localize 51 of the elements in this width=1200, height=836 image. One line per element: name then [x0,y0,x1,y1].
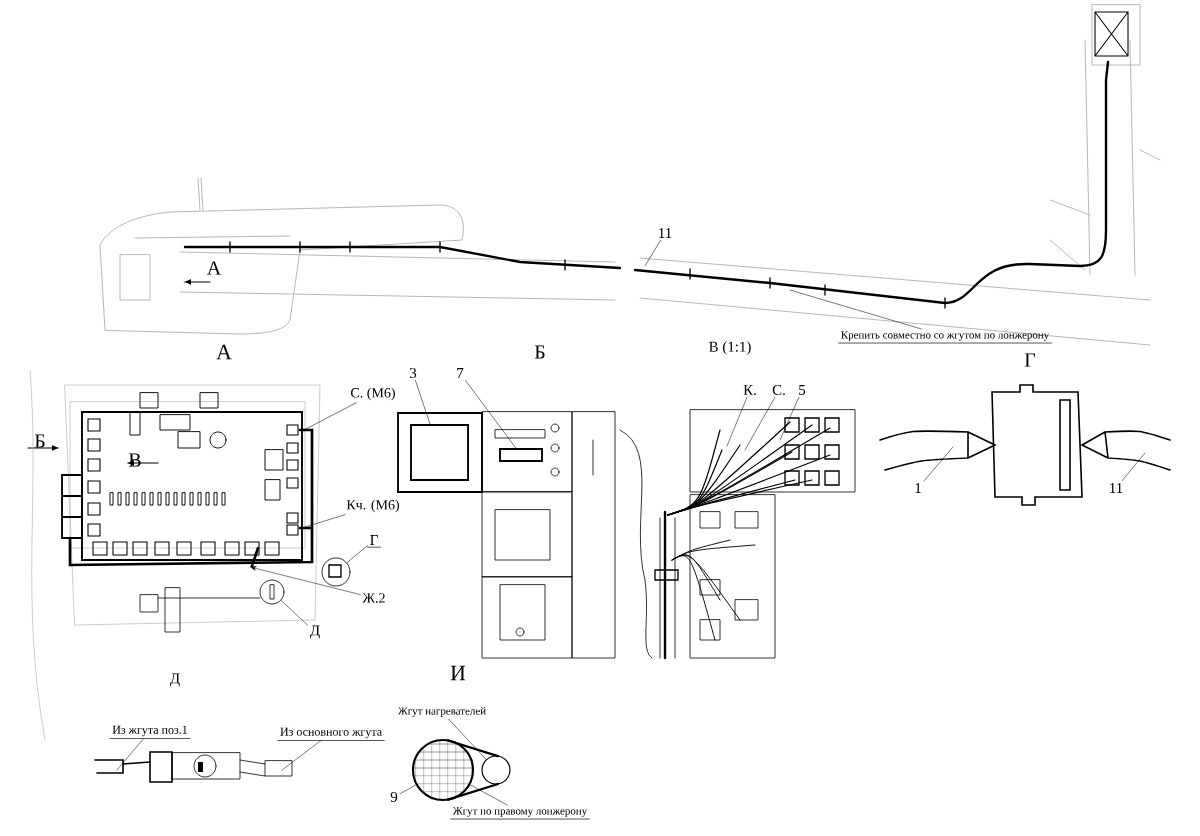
view-label: Д [170,673,180,687]
callout-number: 9 [390,792,398,803]
leader-line [744,397,776,451]
callout-number: 11 [1110,483,1123,493]
callout-number: С. [772,384,785,396]
leader-line [301,514,346,529]
leader-line [116,738,144,771]
leader-line [346,545,368,563]
callout-number: 3 [410,368,417,378]
leader-line [415,380,431,425]
leader-line [1121,452,1146,482]
leader-line [779,396,800,441]
callout-number: К. [743,385,756,395]
leader-line [280,600,308,626]
leader-line [399,784,417,794]
view-label: Б [34,434,45,448]
leader-line [250,566,361,595]
callout-number: 5 [799,385,806,395]
callout-number: Ж.2 [362,593,385,603]
module-outline [499,448,543,462]
callout-number: Жгут нагревателей [397,707,486,717]
view-label: В (1:1) [709,341,751,355]
callout-number: С. (М6) [351,387,395,401]
leader-line [281,740,322,771]
callout-label: Из жгута поз.1 [109,725,191,739]
harness-section [481,755,511,785]
view-label: А [206,261,222,275]
view-label: В [128,453,141,467]
callout-number: Д [310,625,320,639]
leader-line [448,718,487,760]
callout-label: Крепить совместно со жгутом по лонжерону [838,331,1052,344]
ring-marker [259,579,285,605]
leader-line [465,379,517,449]
ring-marker [321,557,351,587]
callout-label: Из основного жгута [277,727,385,741]
callout-number: 11 [659,228,672,238]
callout-label: Жгут по правому лонжерону [450,807,590,820]
callout-label: Г [367,535,381,548]
view-label: Б [534,345,545,359]
module-outline [410,424,469,481]
view-label: И [450,665,466,681]
callout-number: 1 [915,483,921,493]
leader-line [726,397,748,447]
leader-line [789,289,922,330]
leader-line [470,784,508,806]
harness-section [411,738,475,802]
leader-line [923,446,954,482]
callout-number: 7 [457,368,464,378]
view-label: А [216,344,232,360]
callout-number: Кч. (М6) [346,499,400,513]
leader-line [644,239,661,267]
